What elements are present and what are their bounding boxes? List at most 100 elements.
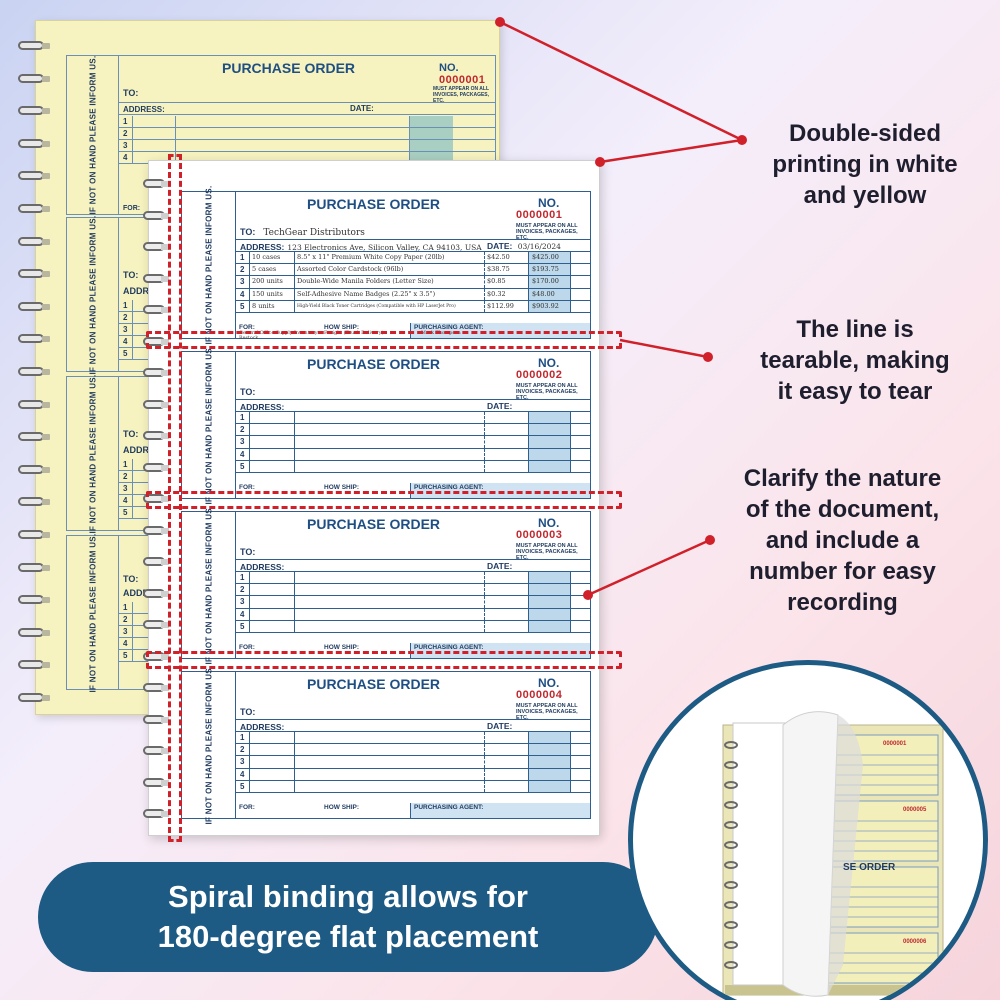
spiral-ring xyxy=(18,399,58,410)
tear-line xyxy=(146,651,622,669)
address-value: 123 Electronics Ave, Silicon Valley, CA … xyxy=(287,243,482,252)
spiral-ring xyxy=(18,334,58,344)
spiral-ring xyxy=(18,464,58,475)
spiral-ring xyxy=(143,336,173,347)
inset-number: 0000001 xyxy=(883,741,907,747)
spiral-ring xyxy=(18,204,58,214)
spiral-ring xyxy=(143,525,173,536)
spiral-ring xyxy=(143,273,173,284)
address-row: ADDRESS: xyxy=(119,102,495,115)
spiral-ring xyxy=(18,530,58,540)
spiral-ring xyxy=(143,210,173,221)
open-notebook-illustration: SE ORDER 0000001 0000005 0000006 xyxy=(722,711,944,997)
spiral-ring xyxy=(18,367,58,377)
spiral-binding-banner: Spiral binding allows for 180-degree fla… xyxy=(38,862,658,972)
spiral-ring xyxy=(143,431,173,441)
to-label: TO: xyxy=(123,88,139,98)
tear-line xyxy=(146,491,622,509)
inset-number: 0000006 xyxy=(903,939,927,945)
date-field: DATE: 03/16/2024 xyxy=(487,241,561,251)
spiral-ring xyxy=(18,627,58,638)
spiral-ring xyxy=(18,269,58,279)
must-appear-note: MUST APPEAR ON ALL INVOICES, PACKAGES, E… xyxy=(516,223,578,241)
flat-open-notebook-photo: SE ORDER 0000001 0000005 0000006 xyxy=(628,660,988,1000)
spiral-ring xyxy=(18,660,58,670)
date-label: DATE: xyxy=(350,104,374,113)
callout-dot xyxy=(703,352,713,362)
spiral-ring xyxy=(18,432,58,442)
callout-line xyxy=(599,138,743,164)
spiral-ring xyxy=(18,106,58,116)
spiral-ring xyxy=(143,620,173,630)
spiral-ring xyxy=(143,777,173,788)
callout-dot xyxy=(595,157,605,167)
callout-dot xyxy=(705,535,715,545)
spiral-ring xyxy=(18,236,58,247)
form-title: PURCHASE ORDER xyxy=(307,196,441,212)
spiral-ring xyxy=(143,494,173,504)
table-row: 3 xyxy=(119,140,495,152)
form-title: PURCHASE ORDER xyxy=(222,60,356,76)
spiral-ring xyxy=(143,179,173,189)
spiral-ring xyxy=(143,462,173,473)
table-row: 1 xyxy=(119,116,495,128)
banner-line-2: 180-degree flat placement xyxy=(157,919,539,954)
spiral-ring xyxy=(18,693,58,703)
spiral-ring xyxy=(18,171,58,181)
banner-line-1: Spiral binding allows for xyxy=(168,879,528,914)
spiral-ring xyxy=(143,305,173,315)
callout-dot xyxy=(737,135,747,145)
callout-line xyxy=(619,338,709,359)
spiral-ring xyxy=(18,301,58,312)
blank-purchase-order-form: IF NOT ON HAND PLEASE INFORM US. PURCHAS… xyxy=(181,666,591,824)
spiral-ring xyxy=(143,399,173,410)
must-appear-note: MUST APPEAR ON ALL INVOICES, PACKAGES, E… xyxy=(433,86,490,104)
order-number: 0000001 xyxy=(516,209,563,221)
table-row: 2 xyxy=(119,128,495,140)
callout-clarify: Clarify the nature of the document, and … xyxy=(743,465,942,616)
spiral-ring xyxy=(18,595,58,605)
order-number-label: NO. xyxy=(538,196,560,210)
spiral-ring xyxy=(143,683,173,693)
spiral-ring xyxy=(143,746,173,756)
blank-purchase-order-form: IF NOT ON HAND PLEASE INFORM US. PURCHAS… xyxy=(181,346,591,504)
spiral-ring xyxy=(18,562,58,573)
order-number: 0000002 xyxy=(516,369,563,381)
spiral-ring xyxy=(143,557,173,567)
spiral-ring xyxy=(143,242,173,252)
vertical-tear-line xyxy=(168,154,182,842)
order-number-label: NO. xyxy=(439,62,459,74)
spiral-ring xyxy=(18,497,58,507)
order-number: 0000004 xyxy=(516,689,563,701)
callout-line xyxy=(587,538,711,597)
for-label: FOR: xyxy=(123,205,141,212)
white-notebook: IF NOT ON HAND PLEASE INFORM US. PURCHAS… xyxy=(143,160,622,836)
order-number: 0000001 xyxy=(439,74,486,86)
address-field: ADDRESS:123 Electronics Ave, Silicon Val… xyxy=(236,239,590,252)
callout-dot xyxy=(583,590,593,600)
spiral-ring xyxy=(18,41,58,51)
callout-line xyxy=(499,20,743,142)
inset-number: 0000005 xyxy=(903,807,927,813)
callout-tearable: The line is tearable, making it easy to … xyxy=(760,316,950,405)
to-field: TO:TechGear Distributors xyxy=(240,227,365,238)
spiral-ring xyxy=(18,73,58,84)
date-value: 03/16/2024 xyxy=(517,242,561,251)
spiral-ring xyxy=(143,368,173,378)
callout-dot xyxy=(495,17,505,27)
spiral-ring xyxy=(143,809,173,819)
callout-double-sided: Double-sided printing in white and yello… xyxy=(772,120,958,209)
spiral-ring xyxy=(143,588,173,599)
order-number: 0000003 xyxy=(516,529,563,541)
spiral-binding xyxy=(724,741,738,969)
spiral-ring xyxy=(143,714,173,725)
inset-page-title: SE ORDER xyxy=(843,862,896,873)
spiral-ring xyxy=(18,138,58,149)
